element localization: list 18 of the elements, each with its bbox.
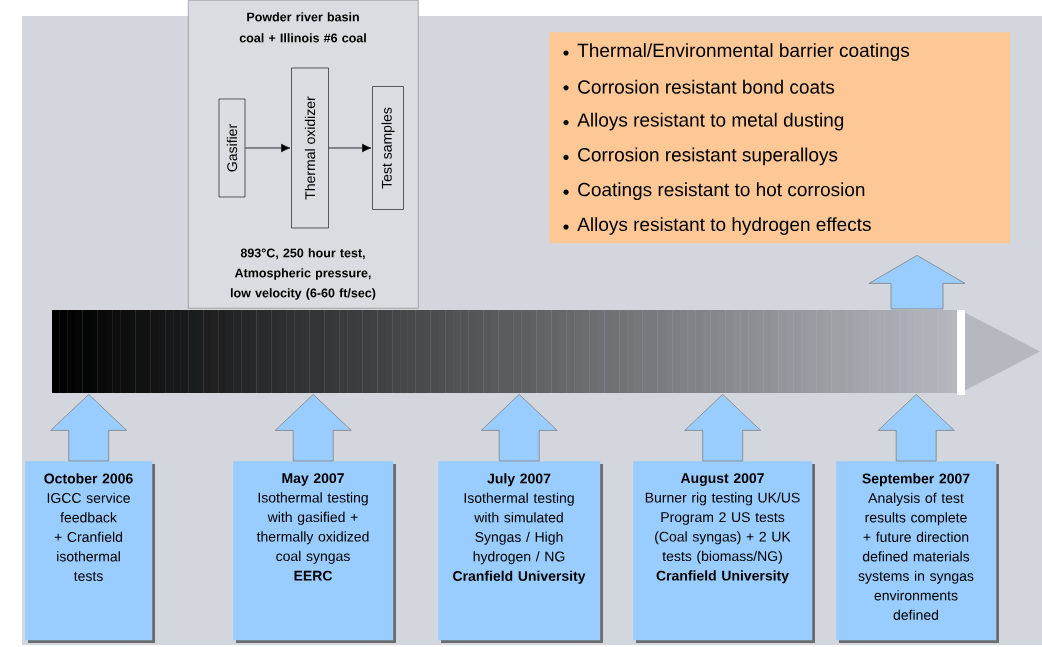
timeline-arrow <box>52 310 1040 395</box>
goals-box: Thermal/Environmental barrier coatings Corrosion resistant bond coats Alloys resistant to metal dusting Corrosion resistant superalloys Coatings resistant to hot corrosion Alloys resistant to hydrogen effects <box>549 32 1011 244</box>
arrow <box>244 143 291 153</box>
milestone-box: October 2006 IGCC service feedback + Cranfield isothermal tests <box>25 461 155 643</box>
milestone-box: May 2007 Isothermal testing with gasified + thermally oxidized coal syngas EERC <box>233 461 396 643</box>
process-box: Thermal oxidizer <box>291 67 329 229</box>
block-arrow <box>274 394 352 462</box>
block-arrow <box>877 394 955 462</box>
milestone-box: August 2007 Burner rig testing UK/US Program 2 US tests (Coal syngas) + 2 UK tests (biomass/NG) Cranfield University <box>633 461 815 643</box>
block-arrow <box>868 255 966 310</box>
milestone-box: July 2007 Isothermal testing with simulated Syngas / High hydrogen / NG Cranfield University <box>438 461 603 643</box>
block-arrow <box>684 394 762 462</box>
block-arrow <box>50 394 128 462</box>
process-box: Test samples <box>372 86 404 210</box>
arrow <box>328 143 372 153</box>
process-box: Gasifier <box>218 98 246 198</box>
milestone-box: September 2007 Analysis of test results complete + future direction defined materials systems in syngas environments defined <box>836 461 999 643</box>
block-arrow <box>480 394 558 462</box>
